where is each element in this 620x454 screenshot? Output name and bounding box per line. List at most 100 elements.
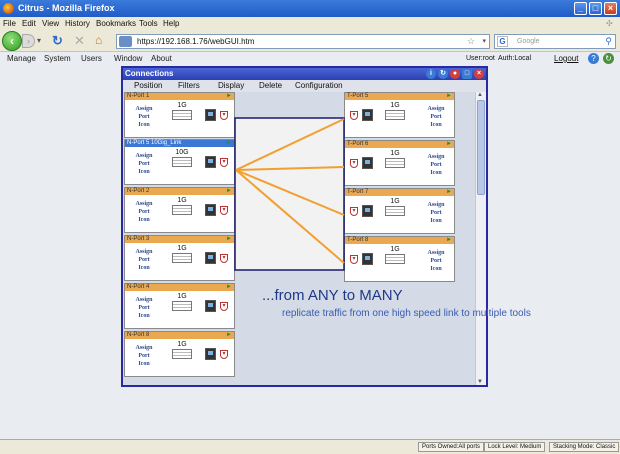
port-header[interactable]: T-Port 6► xyxy=(345,141,454,148)
stop-icon[interactable]: ✕ xyxy=(74,33,85,48)
app-menu-system[interactable]: System xyxy=(44,54,71,63)
expand-arrow-icon[interactable]: ► xyxy=(226,236,232,242)
port-filter-slot[interactable] xyxy=(385,110,405,120)
info-icon[interactable]: i xyxy=(426,69,436,79)
forward-button[interactable]: › xyxy=(22,34,35,48)
bookmark-star-icon[interactable]: ☆ xyxy=(466,36,475,46)
search-icon[interactable]: ⚲ xyxy=(605,36,612,46)
conn-menu-configuration[interactable]: Configuration xyxy=(295,81,343,90)
maximize-icon[interactable]: □ xyxy=(589,2,602,15)
back-button[interactable]: ‹ xyxy=(2,31,22,51)
app-menu-users[interactable]: Users xyxy=(81,54,102,63)
sync-icon[interactable]: ↻ xyxy=(438,69,448,79)
port-header[interactable]: N-Port 3► xyxy=(125,236,234,243)
url-text[interactable]: https://192.168.1.76/webGUI.htm xyxy=(137,37,255,46)
expand-arrow-icon[interactable]: ► xyxy=(446,189,452,195)
filter-shield-icon[interactable]: ▾ xyxy=(350,159,358,168)
menu-help[interactable]: Help xyxy=(163,19,180,28)
conn-menu-display[interactable]: Display xyxy=(218,81,245,90)
port-filter-slot[interactable] xyxy=(385,254,405,264)
expand-arrow-icon[interactable]: ► xyxy=(226,188,232,194)
site-identity-icon[interactable] xyxy=(119,36,132,47)
port-filter-slot[interactable] xyxy=(172,205,192,215)
expand-arrow-icon[interactable]: ► xyxy=(446,141,452,147)
connections-title-bar[interactable]: Connections i ↻ ● □ × xyxy=(123,68,486,80)
google-icon[interactable]: G xyxy=(497,36,508,47)
expand-arrow-icon[interactable]: ► xyxy=(226,284,232,290)
url-bar[interactable]: https://192.168.1.76/webGUI.htm ☆ ▾ xyxy=(116,34,490,49)
menu-file[interactable]: File xyxy=(3,19,16,28)
filter-shield-icon[interactable]: ▾ xyxy=(350,255,358,264)
refresh-icon[interactable]: ↻ xyxy=(603,53,614,64)
port-header[interactable]: T-Port 7► xyxy=(345,189,454,196)
menu-view[interactable]: View xyxy=(42,19,60,28)
home-icon[interactable]: ⌂ xyxy=(95,33,103,47)
stop-icon[interactable]: ● xyxy=(450,69,460,79)
scroll-thumb[interactable] xyxy=(477,100,485,195)
port-header[interactable]: T-Port 8► xyxy=(345,237,454,244)
help-icon[interactable]: ? xyxy=(588,53,599,64)
close-window-icon[interactable]: × xyxy=(474,69,484,79)
conn-menu-filters[interactable]: Filters xyxy=(178,81,200,90)
port-header[interactable]: N-Port 4► xyxy=(125,284,234,291)
menu-tools[interactable]: Tools xyxy=(139,19,158,28)
vertical-scrollbar[interactable]: ▲ ▼ xyxy=(475,92,486,385)
menu-bookmarks[interactable]: Bookmarks xyxy=(96,19,137,28)
filter-shield-icon[interactable]: ▾ xyxy=(220,206,228,215)
filter-shield-icon[interactable]: ▾ xyxy=(220,111,228,120)
port-header[interactable]: N-Port 5 10Gig_Link► xyxy=(125,140,234,147)
expand-arrow-icon[interactable]: ► xyxy=(446,237,452,243)
filter-shield-icon[interactable]: ▾ xyxy=(220,158,228,167)
port-filter-slot[interactable] xyxy=(385,206,405,216)
filter-shield-icon[interactable]: ▾ xyxy=(220,350,228,359)
filter-shield-icon[interactable]: ▾ xyxy=(350,111,358,120)
filter-shield-icon[interactable]: ▾ xyxy=(220,302,228,311)
filter-shield-icon[interactable]: ▾ xyxy=(220,254,228,263)
expand-arrow-icon[interactable]: ► xyxy=(226,332,232,338)
close-icon[interactable]: × xyxy=(604,2,617,15)
port-header[interactable]: N-Port 8► xyxy=(125,332,234,339)
port-header[interactable]: T-Port 5► xyxy=(345,93,454,100)
app-menu-window[interactable]: Window xyxy=(114,54,143,63)
minimize-icon[interactable]: _ xyxy=(574,2,587,15)
conn-menu-delete[interactable]: Delete xyxy=(259,81,283,90)
port-filter-slot[interactable] xyxy=(385,158,405,168)
expand-arrow-icon[interactable]: ► xyxy=(226,140,232,146)
reload-icon[interactable]: ↻ xyxy=(52,33,63,48)
port-filter-slot[interactable] xyxy=(172,253,192,263)
maximize-window-icon[interactable]: □ xyxy=(462,69,472,79)
url-dropdown-icon[interactable]: ▾ xyxy=(482,38,486,45)
menu-edit[interactable]: Edit xyxy=(22,19,36,28)
logout-link[interactable]: Logout xyxy=(554,54,579,63)
port-filter-slot[interactable] xyxy=(172,110,192,120)
app-menu-manage[interactable]: Manage xyxy=(7,54,36,63)
port-header[interactable]: N-Port 2► xyxy=(125,188,234,195)
history-dropdown-icon[interactable]: ▾ xyxy=(37,36,42,45)
port-filter-slot[interactable] xyxy=(172,301,192,311)
port-header[interactable]: N-Port 1► xyxy=(125,93,234,100)
expand-arrow-icon[interactable]: ► xyxy=(446,93,452,99)
expand-arrow-icon[interactable]: ► xyxy=(226,93,232,99)
menu-history[interactable]: History xyxy=(65,19,90,28)
port-filter-slot[interactable] xyxy=(172,157,192,167)
scroll-down-icon[interactable]: ▼ xyxy=(477,379,483,385)
app-menu-about[interactable]: About xyxy=(151,54,172,63)
